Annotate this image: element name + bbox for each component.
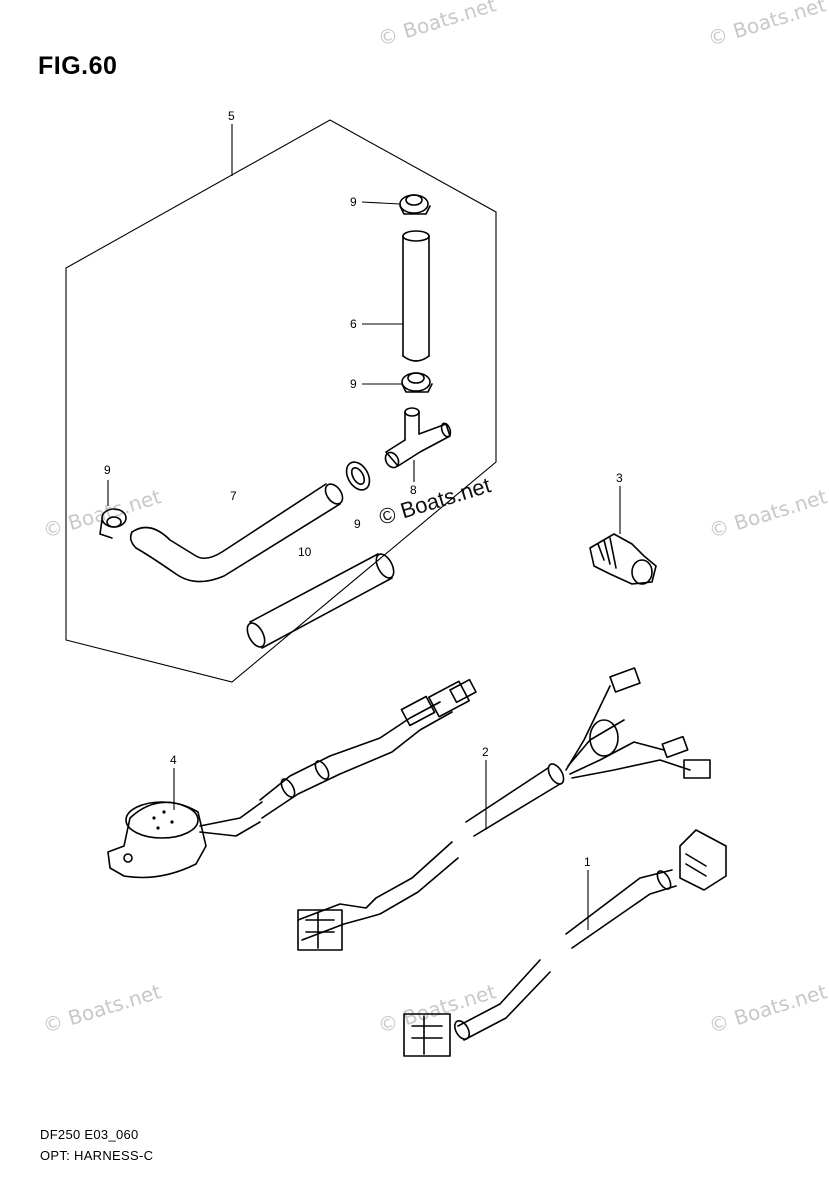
hose-icon xyxy=(246,553,395,649)
clamp-icon xyxy=(345,461,371,491)
hose-icon xyxy=(129,483,344,583)
callout-1: 1 xyxy=(584,855,591,869)
callout-7: 7 xyxy=(230,489,237,503)
callout-5: 5 xyxy=(228,109,235,123)
figure-title: FIG.60 xyxy=(38,52,118,80)
callout-2: 2 xyxy=(482,745,489,759)
callout-4: 4 xyxy=(170,753,177,767)
callout-10: 10 xyxy=(298,545,312,559)
clamp-icon xyxy=(401,372,433,393)
callout-8: 8 xyxy=(410,483,417,497)
kit-outline xyxy=(65,119,497,683)
t-joint-icon xyxy=(384,407,452,469)
callout-3: 3 xyxy=(616,471,623,485)
callout-9: 9 xyxy=(354,517,361,531)
speaker-sensor-icon xyxy=(107,801,207,879)
callout-9: 9 xyxy=(104,463,111,477)
wire-harness-icon xyxy=(403,829,727,1057)
callout-9: 9 xyxy=(350,377,357,391)
footer-figure-code: DF250 E03_060 xyxy=(40,1127,139,1142)
leader-line xyxy=(361,201,401,205)
clamp-icon xyxy=(99,508,127,539)
clamp-icon xyxy=(399,194,431,215)
wire-harness-icon xyxy=(199,678,477,837)
wire-harness-icon xyxy=(297,667,711,951)
callout-6: 6 xyxy=(350,317,357,331)
footer-figure-name: OPT: HARNESS-C xyxy=(40,1148,154,1163)
callout-9: 9 xyxy=(350,195,357,209)
plug-icon xyxy=(589,533,657,585)
hose-icon xyxy=(402,230,430,362)
